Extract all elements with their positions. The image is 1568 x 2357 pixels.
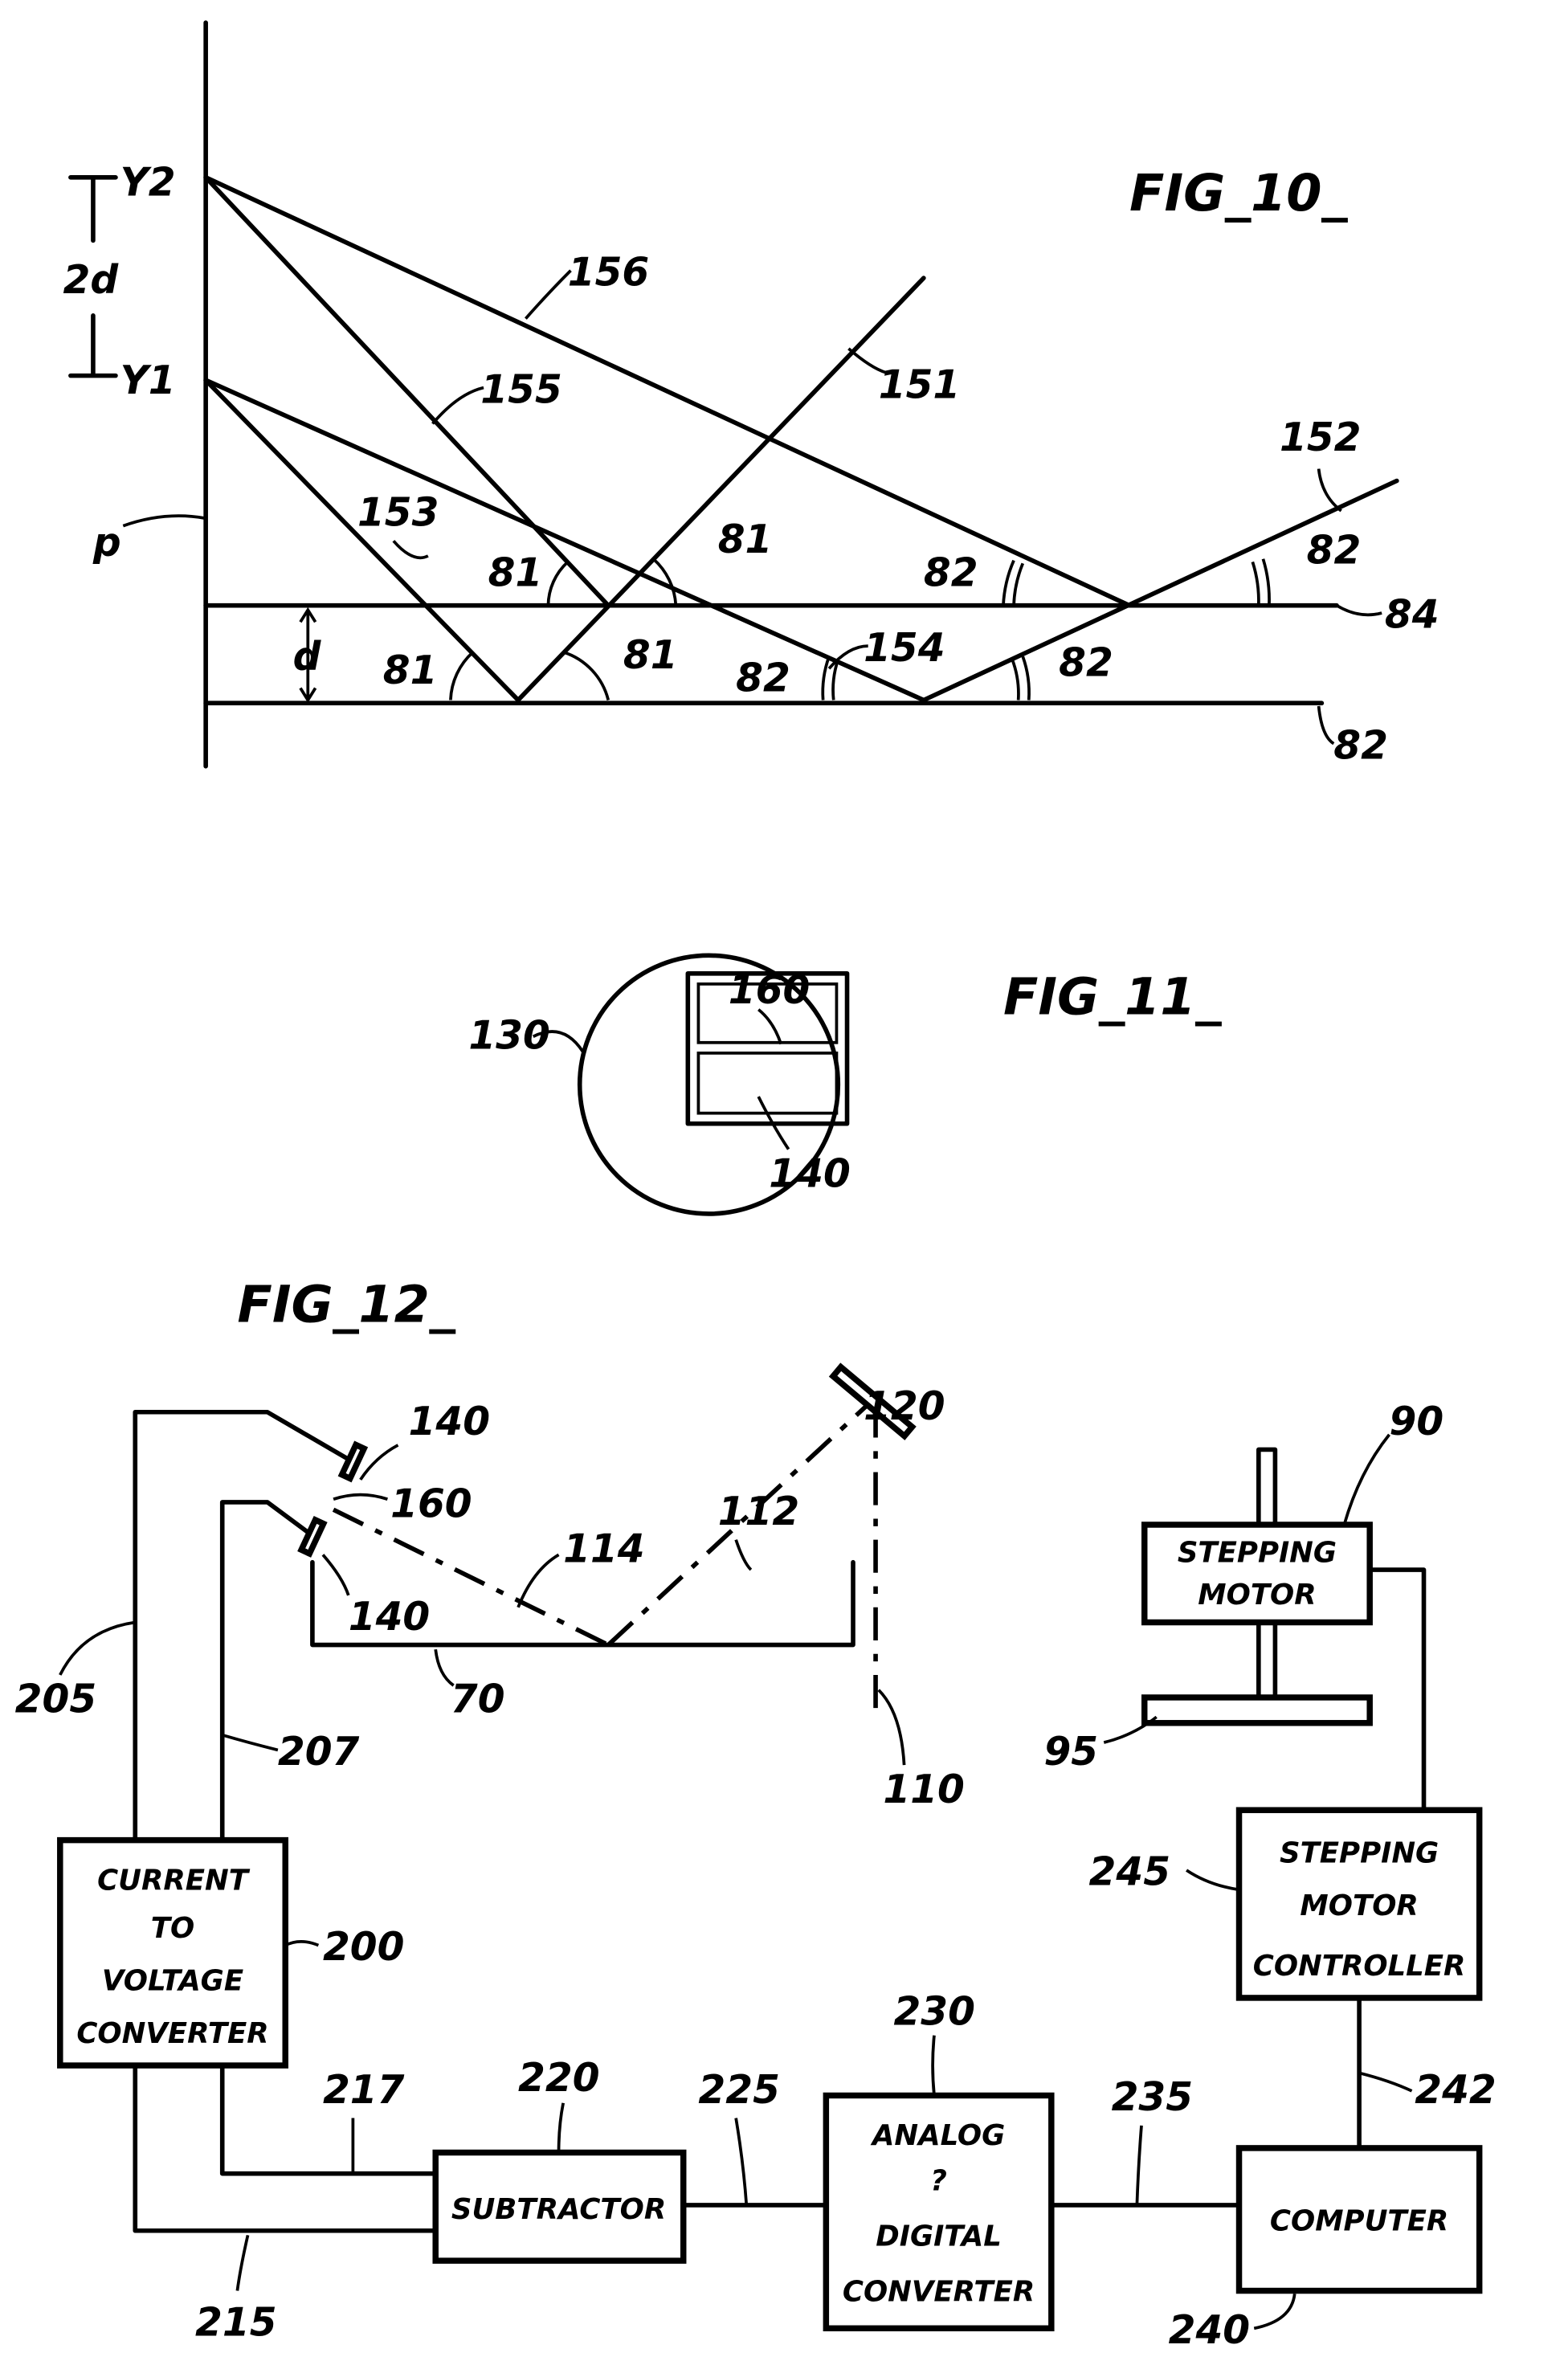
current-converter-text: VOLTAGE	[102, 1965, 243, 1998]
label-240: 240	[1169, 2308, 1250, 2353]
label-95: 95	[1043, 1730, 1098, 1775]
label-205: 205	[15, 1677, 96, 1722]
angle-82: 82	[1059, 641, 1113, 686]
fig-12: FIG_12_ CURRENT TO VOLTAGE CONVERTER SUB…	[15, 1275, 1497, 2353]
wire-207	[223, 1502, 308, 1840]
fig-10-title: FIG_10_	[1129, 163, 1348, 223]
current-converter-text: TO	[151, 1912, 194, 1945]
label-156: 156	[568, 250, 649, 295]
angle-82: 82	[736, 656, 790, 701]
label-160: 160	[390, 1482, 472, 1527]
stepping-motor-text: STEPPING	[1178, 1537, 1337, 1570]
motor-controller-text: MOTOR	[1300, 1889, 1418, 1922]
label-120: 120	[864, 1384, 945, 1429]
label-235: 235	[1112, 2075, 1193, 2120]
current-converter-text: CURRENT	[97, 1864, 251, 1897]
label-p: p	[92, 521, 121, 566]
plate-95	[1145, 1697, 1370, 1723]
wire-205	[135, 1412, 349, 1840]
label-155: 155	[480, 367, 561, 412]
label-152: 152	[1280, 415, 1361, 460]
detector-140-lower	[301, 1520, 324, 1554]
angle-marks	[451, 559, 1269, 701]
label-154: 154	[864, 626, 945, 671]
window-140	[698, 1053, 836, 1113]
label-90: 90	[1390, 1399, 1444, 1444]
label-70: 70	[451, 1677, 505, 1722]
fig-11: FIG_11_ 130 160 140	[468, 955, 1222, 1214]
label-230: 230	[893, 1990, 974, 2035]
angle-81: 81	[488, 550, 543, 595]
computer-text: COMPUTER	[1270, 2205, 1448, 2238]
fig-10: FIG_10_ Y2 Y1 2d p d 156 155	[63, 22, 1439, 768]
label-153: 153	[357, 491, 439, 536]
label-215: 215	[195, 2301, 276, 2346]
angle-81: 81	[383, 648, 438, 693]
angle-81: 81	[623, 633, 678, 678]
label-200: 200	[323, 1925, 404, 1970]
ad-converter-text: DIGITAL	[876, 2220, 1002, 2253]
label-140: 140	[769, 1151, 850, 1196]
detector-140-upper	[342, 1444, 365, 1478]
label-140: 140	[409, 1399, 490, 1444]
label-151: 151	[879, 363, 960, 408]
label-2d: 2d	[63, 258, 120, 303]
label-y1: Y1	[120, 358, 176, 403]
label-217: 217	[323, 2068, 405, 2113]
label-114: 114	[563, 1527, 644, 1572]
angle-82: 82	[1307, 528, 1362, 573]
stepping-motor-text: MOTOR	[1198, 1579, 1316, 1612]
motor-controller-text: STEPPING	[1280, 1837, 1439, 1870]
angle-82: 82	[924, 550, 978, 595]
fig-12-title: FIG_12_	[237, 1275, 455, 1334]
motor-controller-text: CONTROLLER	[1253, 1950, 1466, 1983]
label-160: 160	[729, 968, 810, 1013]
label-225: 225	[698, 2068, 779, 2113]
label-220: 220	[518, 2056, 599, 2101]
label-245: 245	[1089, 1850, 1170, 1895]
label-82: 82	[1333, 723, 1388, 768]
label-84: 84	[1385, 593, 1439, 638]
ad-converter-text: CONVERTER	[843, 2276, 1035, 2309]
subtractor-text: SUBTRACTOR	[451, 2193, 666, 2226]
ray-156	[206, 178, 1129, 606]
label-207: 207	[278, 1730, 360, 1775]
label-242: 242	[1415, 2068, 1496, 2113]
label-110: 110	[883, 1767, 964, 1812]
label-112: 112	[718, 1489, 799, 1534]
ray-152	[924, 481, 1397, 701]
ad-converter-text: ANALOG	[870, 2119, 1005, 2152]
label-140: 140	[349, 1595, 430, 1640]
wire-motor	[1370, 1570, 1423, 1810]
angle-81: 81	[718, 517, 773, 562]
ad-converter-text: ?	[930, 2164, 947, 2197]
fig-11-title: FIG_11_	[1003, 966, 1222, 1026]
label-y2: Y2	[120, 160, 176, 205]
current-converter-text: CONVERTER	[76, 2017, 268, 2050]
label-d: d	[293, 635, 322, 680]
